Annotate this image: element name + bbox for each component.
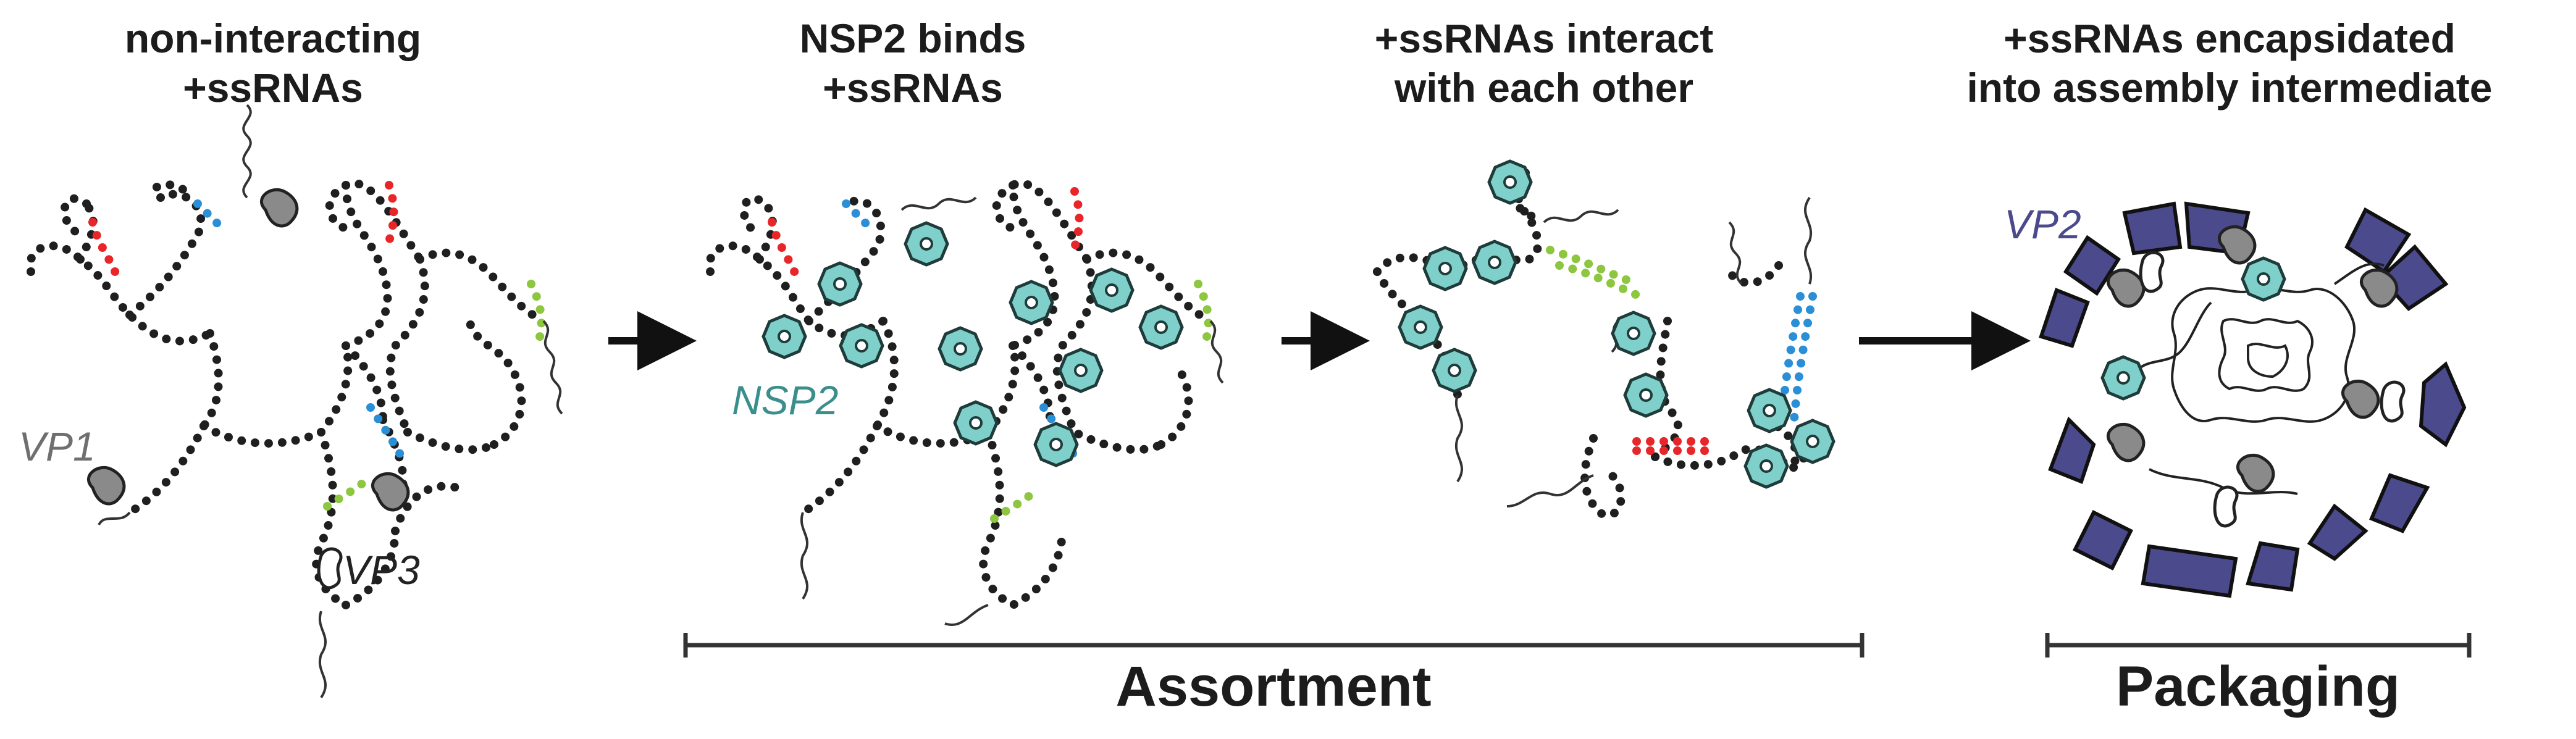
nsp2-octamer [1623,372,1669,418]
blue-hairpin-c [842,199,875,233]
step3-title-line2: with each other [1394,65,1694,111]
panel-nsp2-binds [705,179,1224,626]
green-hairpin-c [1194,280,1213,350]
vp3-proteins-panel4 [2139,251,2406,528]
packaging-label: Packaging [2115,655,2401,718]
vp2-label: VP2 [2004,201,2081,247]
vp2-shell [2039,201,2467,598]
nsp2-label: NSP2 [732,377,839,423]
nsp2-octamer [1487,159,1533,205]
step3-title: +ssRNAs interact with each other [1204,14,1884,112]
nsp2-octamer [1009,280,1054,325]
nsp2-octamer [1432,348,1477,393]
red-hairpin-a [88,218,122,282]
vp1-protein-b [87,466,126,506]
step2-title: NSP2 binds +ssRNAs [573,14,1252,112]
green-interacting-strand-2 [1555,261,1644,301]
step4-title-line1: +ssRNAs encapsidated [2003,15,2456,61]
blue-hairpin-a [193,199,227,233]
panel-encapsidated [2039,201,2467,598]
assortment-label: Assortment [1115,655,1432,718]
blue-hairpin-b [366,403,406,461]
nsp2-octamer [1747,388,1792,433]
panel-non-interacting [25,104,563,699]
rna-strands-panel1 [25,179,548,609]
green-interacting-strand [1546,246,1641,288]
rna-tails-panel1 [98,104,563,699]
nsp2-octamer [1138,304,1184,350]
nsp2-octamer [817,261,863,307]
packaging-bracket [2045,633,2472,658]
nsp2-cluster [761,221,1184,467]
nsp2-octamer [1398,304,1443,350]
step2-title-line1: NSP2 binds [799,15,1026,61]
nsp2-octamer [1422,246,1468,291]
assortment-bracket [683,633,1865,658]
packaged-rna [2136,262,2385,495]
panel-ssrna-interact [1373,159,1836,520]
vp1-label: VP1 [19,424,96,469]
vp1-protein-c [371,472,410,512]
step4-title: +ssRNAs encapsidated into assembly inter… [1890,14,2569,112]
green-hairpin-d [990,490,1036,523]
step4-title-line2: into assembly intermediate [1966,65,2493,111]
step1-title-line2: +ssRNAs [183,65,363,111]
vp1-proteins-panel4 [2107,225,2399,493]
vp3-label: VP3 [343,547,420,593]
blue-interacting-strand [1790,292,1817,424]
green-hairpin-a [527,280,546,350]
vp1-protein-a [260,188,299,228]
nsp2-octamer [1089,267,1135,313]
nsp2-octamer [839,323,884,369]
rna-tails-panel3 [1455,196,1812,507]
nsp2-octamer [953,400,999,446]
step3-title-line1: +ssRNAs interact [1374,15,1714,61]
step1-title-line1: non-interacting [124,15,422,61]
red-hairpin-c [768,218,801,282]
red-hairpin-b [385,181,398,245]
nsp2-cluster-panel3 [1398,159,1836,489]
nsp2-octamer [1790,419,1836,464]
nsp2-octamer [1743,443,1789,489]
green-hairpin-b [323,477,369,511]
nsp2-panel4 [2100,256,2286,401]
nsp2-octamer [1058,348,1104,393]
step2-title-line2: +ssRNAs [823,65,1003,111]
nsp2-octamer [1611,311,1656,356]
nsp2-octamer [904,221,949,267]
rna-strands-panel2 [705,179,1215,610]
step1-title: non-interacting +ssRNAs [0,14,613,112]
nsp2-octamer [938,326,983,372]
rna-tails-panel2 [800,196,1224,626]
nsp2-octamer [1472,240,1517,285]
nsp2-octamer [761,314,807,359]
nsp2-octamer [1033,422,1079,467]
red-hairpin-d [1070,187,1084,251]
vp3-protein [317,547,343,590]
